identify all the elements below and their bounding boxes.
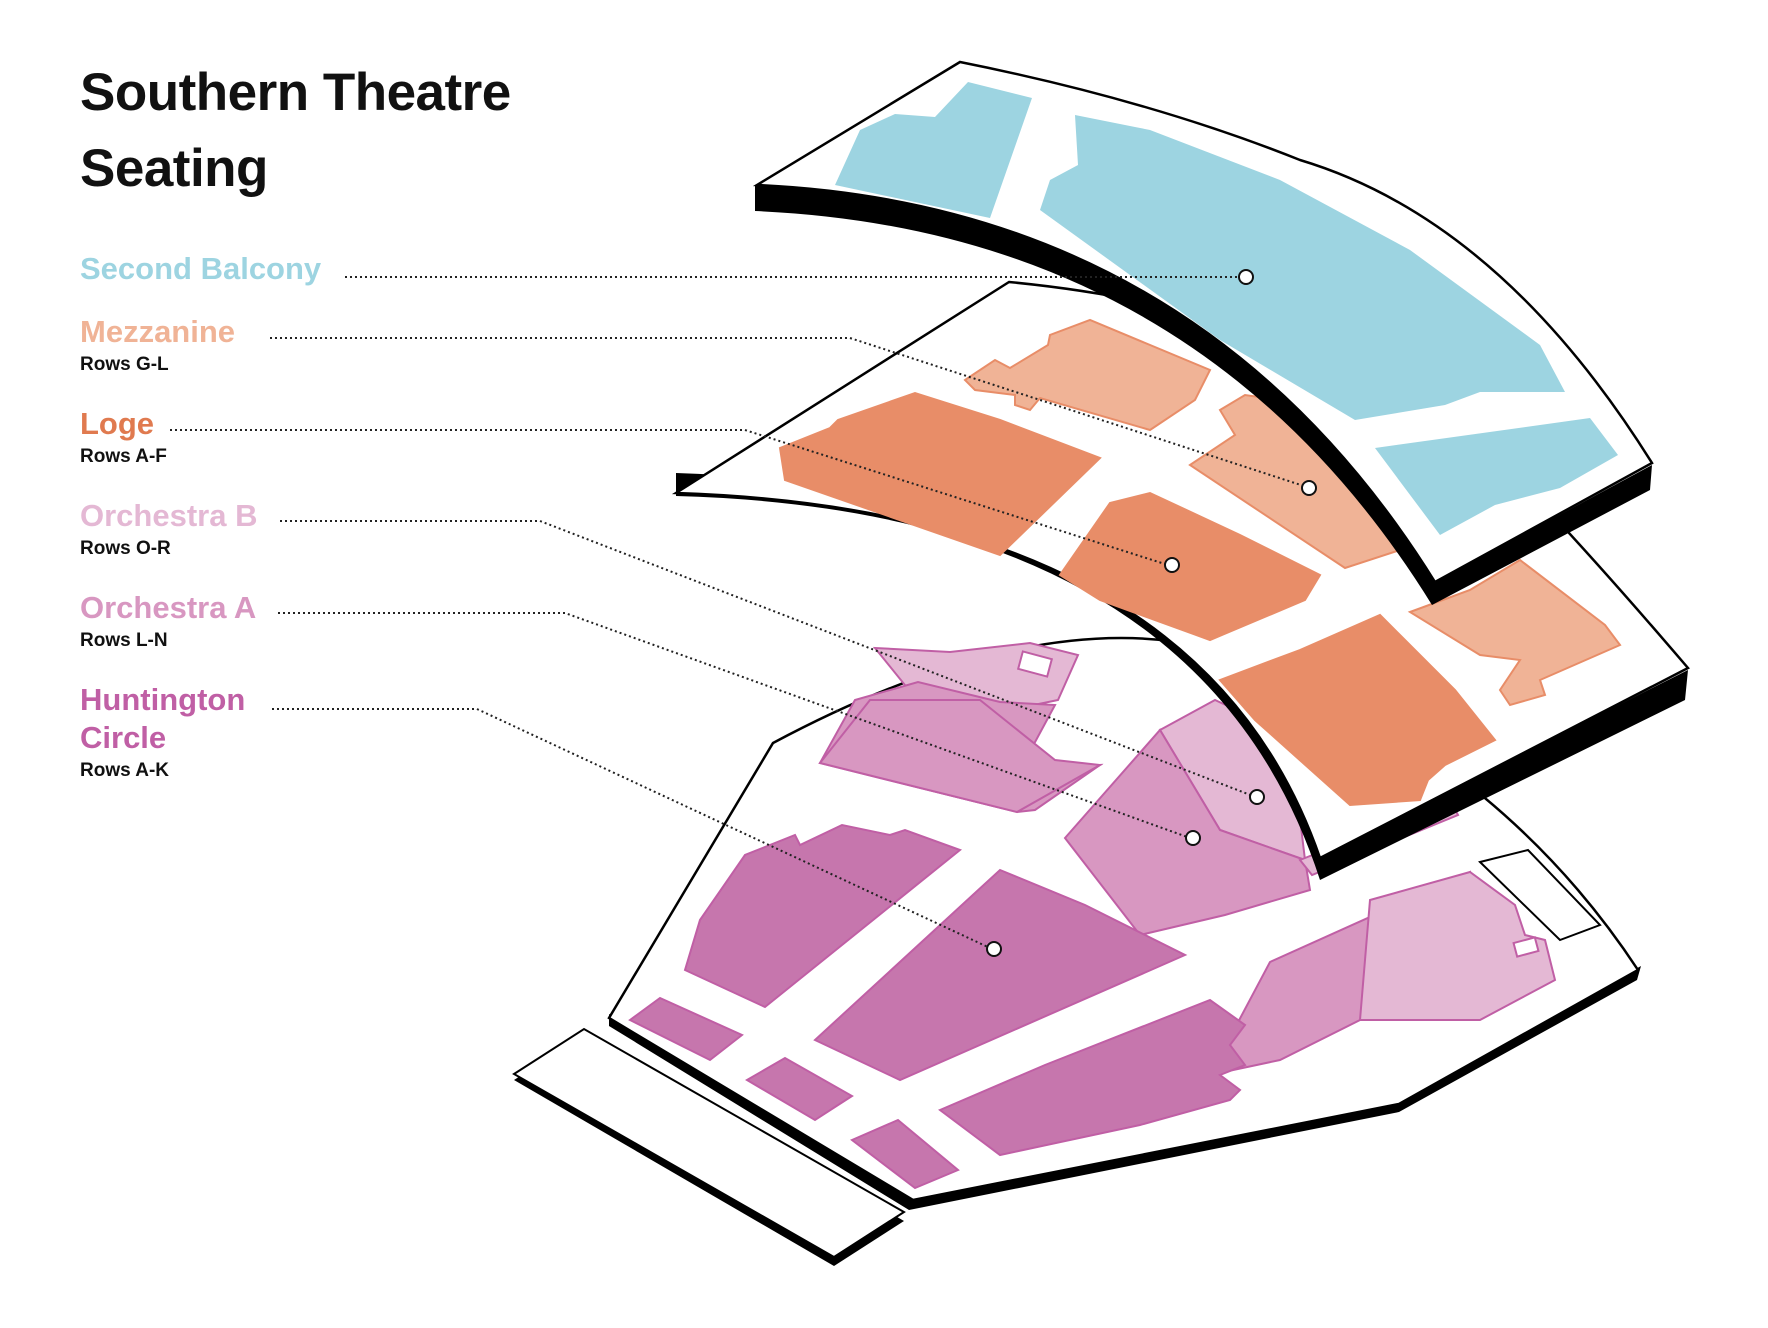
- legend-second-balcony: Second Balcony: [80, 250, 321, 288]
- marker-orchestra-b[interactable]: [1249, 789, 1265, 805]
- legend-mezzanine: Mezzanine Rows G-L: [80, 313, 235, 377]
- map-title-line-2: Seating: [80, 139, 268, 198]
- legend-loge-name: Loge: [80, 406, 155, 441]
- huntington-circle-box-2[interactable]: [745, 1056, 854, 1122]
- orchestra-box-right: [1478, 848, 1602, 942]
- map-title: Southern Theatre Seating: [80, 55, 511, 207]
- legend-mezzanine-name: Mezzanine: [80, 314, 236, 349]
- second-balcony-section-left[interactable]: [835, 82, 1032, 218]
- legend-loge: Loge Rows A-F: [80, 405, 167, 469]
- orchestra-booth-left: [1016, 650, 1054, 678]
- orchestra-a-section-upper-left-2[interactable]: [818, 699, 1104, 814]
- leader-orchestra-b: [280, 520, 1254, 797]
- orchestra-b-section-right[interactable]: [1358, 870, 1557, 1021]
- legend-mezzanine-rows: Rows G-L: [80, 354, 169, 375]
- huntington-circle-box-1[interactable]: [628, 996, 744, 1062]
- second-balcony-section-center[interactable]: [1040, 115, 1565, 420]
- legend-huntington-circle-rows: Rows A-K: [80, 760, 170, 781]
- marker-second-balcony[interactable]: [1238, 269, 1254, 285]
- leader-mezzanine: [270, 337, 1308, 488]
- mezzanine-section-left[interactable]: [963, 318, 1212, 432]
- second-balcony-level: [752, 60, 1654, 605]
- legend-orchestra-a: Orchestra A Rows L-N: [80, 589, 256, 653]
- second-balcony-section-right[interactable]: [1375, 418, 1618, 535]
- leader-huntington-circle: [272, 708, 991, 949]
- legend-orchestra-b-rows: Rows O-R: [80, 538, 171, 559]
- loge-section-left[interactable]: [778, 391, 1102, 557]
- legend-orchestra-a-name: Orchestra A: [80, 590, 257, 625]
- legend-orchestra-b-name: Orchestra B: [80, 498, 258, 533]
- huntington-circle-section-center[interactable]: [813, 868, 1188, 1082]
- orchestra-floor-edge: [609, 966, 1641, 1210]
- leader-markers: [986, 269, 1317, 957]
- marker-huntington-circle[interactable]: [986, 941, 1002, 957]
- marker-orchestra-a[interactable]: [1185, 830, 1201, 846]
- marker-loge[interactable]: [1164, 557, 1180, 573]
- loge-section-center[interactable]: [1058, 491, 1322, 642]
- mezzanine-section-right[interactable]: [1407, 558, 1622, 707]
- stage-top: [512, 1027, 906, 1259]
- legend-orchestra-a-rows: Rows L-N: [80, 630, 168, 651]
- loge-section-right[interactable]: [1218, 613, 1497, 807]
- huntington-circle-box-3[interactable]: [850, 1118, 960, 1190]
- legend-orchestra-b: Orchestra B Rows O-R: [80, 497, 257, 561]
- legend-loge-rows: Rows A-F: [80, 446, 167, 467]
- leader-loge: [170, 429, 1169, 566]
- map-title-line-1: Southern Theatre: [80, 63, 511, 122]
- leader-lines: [170, 276, 1308, 949]
- huntington-circle-section-left[interactable]: [683, 823, 963, 1009]
- legend-second-balcony-name: Second Balcony: [80, 251, 322, 286]
- leader-orchestra-a: [278, 612, 1191, 839]
- marker-mezzanine[interactable]: [1301, 480, 1317, 496]
- orchestra-booth-right: [1512, 936, 1540, 958]
- huntington-circle-section-right[interactable]: [938, 998, 1247, 1157]
